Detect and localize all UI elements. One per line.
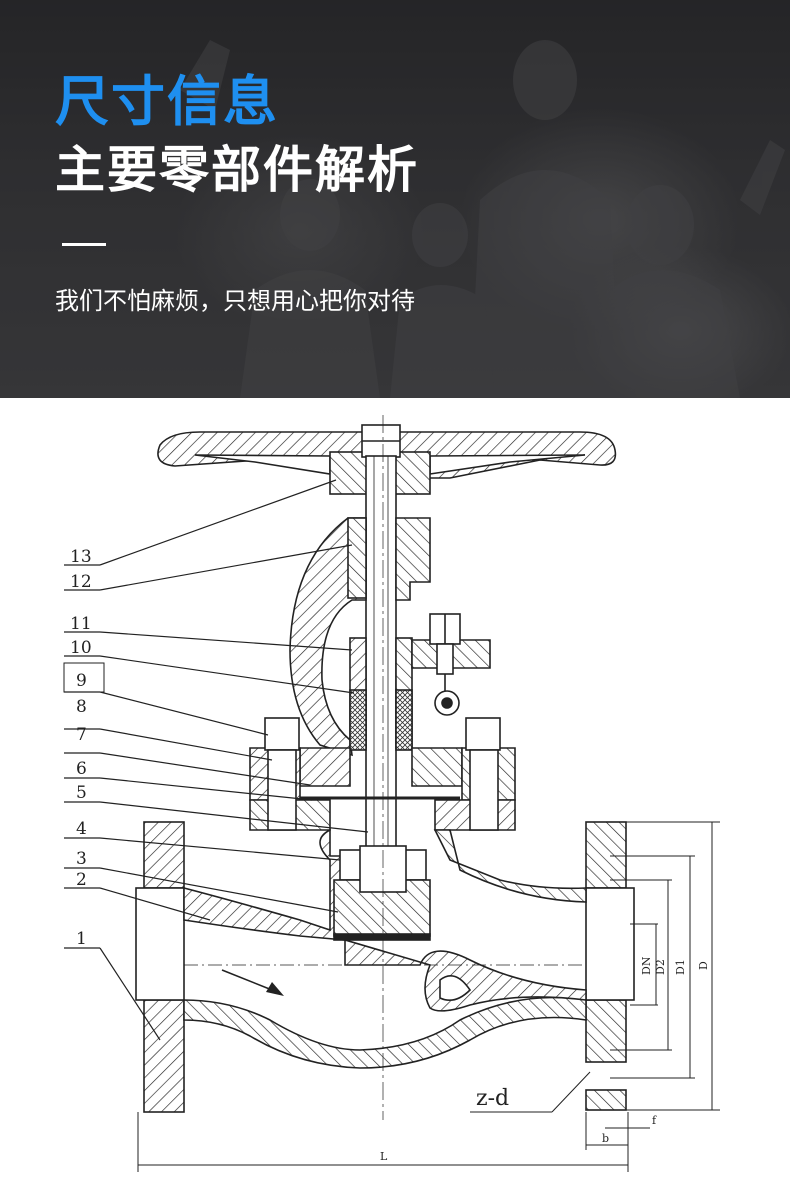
dimension-lines bbox=[137, 821, 720, 1172]
dim-label-z-d: z-d bbox=[476, 1086, 509, 1111]
section-heading: 主要零部件解析 bbox=[55, 141, 419, 199]
globe-valve-cross-section: 13 12 11 10 9 8 7 6 5 4 3 2 1 DN D2 D1 D… bbox=[63, 415, 720, 1172]
part-leader-lines bbox=[63, 479, 369, 1041]
part-label-10: 10 bbox=[70, 638, 92, 658]
part-label-3: 3 bbox=[76, 849, 87, 869]
part-label-13: 13 bbox=[70, 547, 92, 567]
dim-label-dn: DN bbox=[640, 956, 653, 975]
title-divider bbox=[62, 243, 106, 246]
valve-stem bbox=[365, 455, 397, 857]
dim-label-d2: D2 bbox=[654, 959, 667, 975]
part-label-8: 8 bbox=[76, 697, 87, 717]
part-label-12: 12 bbox=[70, 572, 92, 592]
background-photo-people bbox=[0, 0, 790, 398]
bonnet-bolts bbox=[264, 717, 501, 831]
dim-label-d1: D1 bbox=[674, 959, 687, 975]
dim-label-l: L bbox=[380, 1150, 388, 1163]
dimension-labels: DN D2 D1 D L b f z-d bbox=[380, 956, 710, 1163]
dim-label-f: f bbox=[652, 1114, 657, 1127]
part-label-5: 5 bbox=[76, 783, 87, 803]
part-label-9: 9 bbox=[76, 671, 87, 691]
handwheel bbox=[157, 424, 617, 495]
part-label-4: 4 bbox=[76, 819, 87, 839]
flow-direction-arrow bbox=[221, 969, 284, 996]
part-label-6: 6 bbox=[76, 759, 87, 779]
header-banner: 尺寸信息 主要零部件解析 我们不怕麻烦，只想用心把你对待 bbox=[0, 0, 790, 398]
part-label-1: 1 bbox=[76, 929, 87, 949]
part-label-7: 7 bbox=[76, 725, 87, 745]
part-number-labels: 13 12 11 10 9 8 7 6 5 4 3 2 1 bbox=[70, 547, 92, 949]
valve-body bbox=[135, 821, 635, 1113]
yoke bbox=[289, 517, 431, 757]
dim-label-d: D bbox=[697, 961, 710, 970]
part-label-11: 11 bbox=[70, 614, 92, 634]
gland-bolt bbox=[429, 613, 461, 716]
slogan-text: 我们不怕麻烦，只想用心把你对待 bbox=[55, 287, 415, 315]
valve-disc bbox=[333, 845, 431, 941]
dim-label-b: b bbox=[602, 1132, 609, 1145]
part-label-2: 2 bbox=[76, 870, 87, 890]
section-title: 尺寸信息 bbox=[55, 70, 279, 133]
valve-technical-drawing: 13 12 11 10 9 8 7 6 5 4 3 2 1 DN D2 D1 D… bbox=[0, 398, 790, 1192]
